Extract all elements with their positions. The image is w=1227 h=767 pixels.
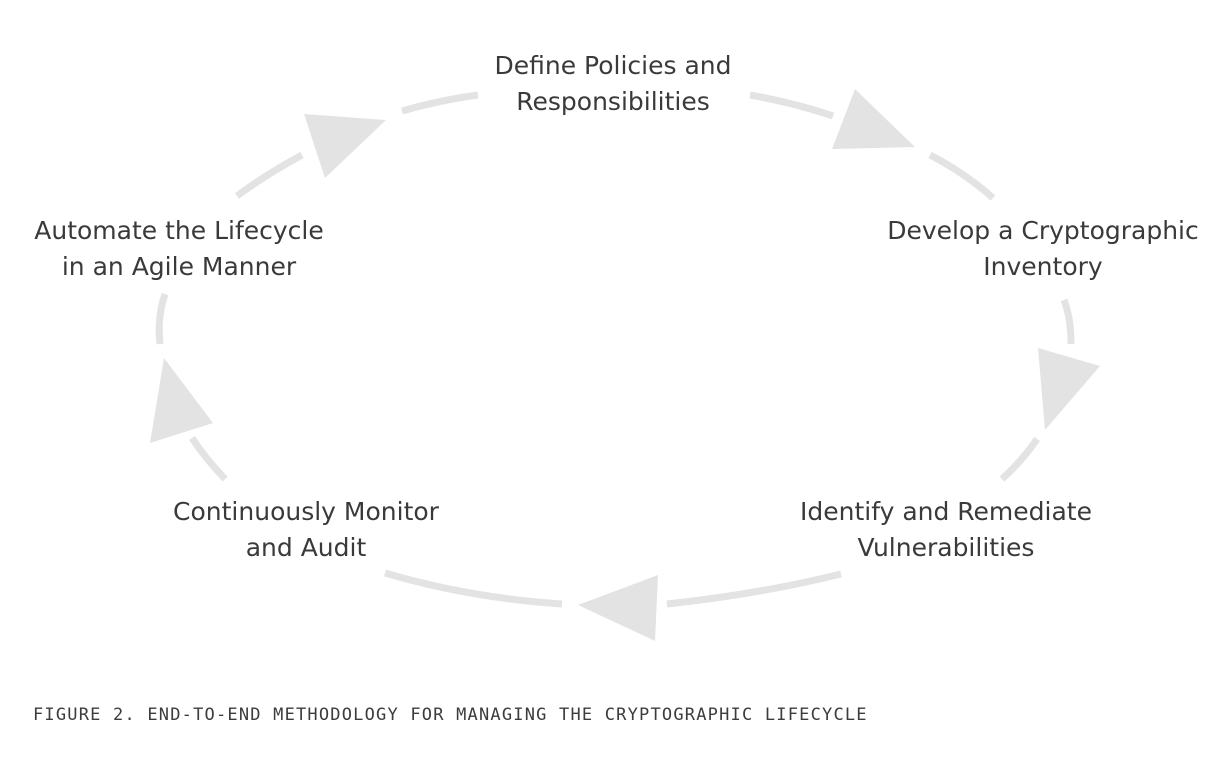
stage-define-policies: Define Policies and Responsibilities	[463, 48, 763, 120]
arrowhead-icon	[832, 89, 915, 149]
arrowhead-icon	[150, 358, 213, 443]
stage-label-line: Develop a Cryptographic	[887, 216, 1199, 245]
cycle-segment	[384, 569, 563, 608]
stage-automate-lifecycle: Automate the Lifecycle in an Agile Manne…	[18, 213, 340, 285]
stage-label-line: Inventory	[983, 252, 1103, 281]
stage-label-line: Continuously Monitor	[173, 497, 439, 526]
cycle-segment	[401, 91, 479, 115]
stage-label-line: in an Agile Manner	[61, 252, 297, 281]
cycle-segment	[749, 91, 835, 120]
stage-label-line: Vulnerabilities	[857, 533, 1035, 562]
cycle-segment	[189, 436, 228, 482]
stage-label-line: Identify and Remediate	[800, 497, 1092, 526]
stage-label-line: Define Policies and	[494, 51, 732, 80]
stage-label-line: Automate the Lifecycle	[34, 216, 324, 245]
arrowhead-icon	[304, 114, 386, 178]
arrowhead-icon	[578, 575, 658, 641]
stage-label-line: Responsibilities	[516, 87, 710, 116]
cycle-segment	[155, 292, 169, 345]
figure-caption: FIGURE 2. END-TO-END METHODOLOGY FOR MAN…	[33, 705, 868, 725]
stage-label-line: and Audit	[245, 533, 367, 562]
stage-monitor-audit: Continuously Monitor and Audit	[156, 494, 456, 566]
stage-remediate-vulnerabilities: Identify and Remediate Vulnerabilities	[786, 494, 1106, 566]
cycle-segment	[234, 151, 304, 199]
cycle-segment	[999, 437, 1040, 482]
stage-cryptographic-inventory: Develop a Cryptographic Inventory	[880, 213, 1206, 285]
cycle-segment	[666, 570, 842, 608]
cycle-segment	[928, 151, 996, 201]
arrowhead-icon	[1038, 348, 1100, 430]
cycle-segment	[1060, 298, 1075, 345]
